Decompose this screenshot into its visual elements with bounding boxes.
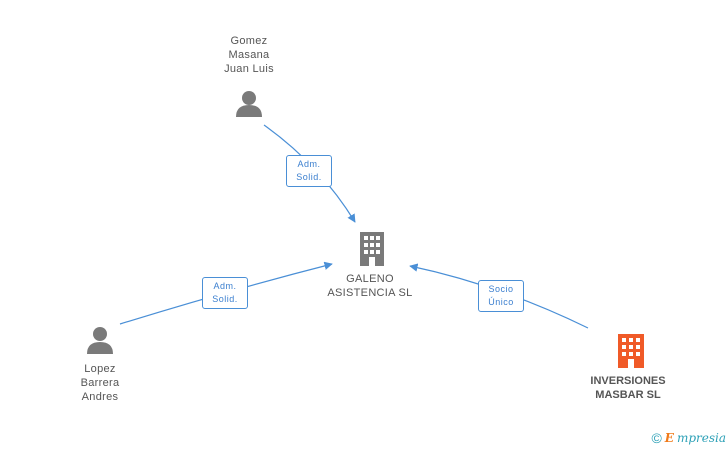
building-icon-inversiones[interactable] [618,334,644,368]
edge-label-gomez-galeno-line-1: Adm. [297,159,321,169]
node-label-gomez-line-2: Masana [228,49,270,61]
edge-label-lopez-galeno-line-1: Adm. [213,281,237,291]
brand-initial: E [664,431,674,445]
node-label-lopez-line-3: Andres [81,391,119,403]
person-icon-gomez[interactable] [236,91,262,117]
copyright-symbol: © [651,430,662,446]
node-label-inversiones-line-2: MASBAR SL [595,389,661,401]
building-icon-galeno[interactable] [360,232,384,266]
node-label-inversiones-line-1: INVERSIONES [590,375,666,387]
edge-label-lopez-galeno-line-2: Solid. [212,294,238,304]
person-icon-lopez[interactable] [87,327,113,354]
edge-label-inversiones-galeno-line-1: Socio [488,284,514,294]
node-label-gomez[interactable]: Gomez Masana Juan Luis [209,34,289,76]
edge-label-inversiones-galeno: Socio Único [478,280,524,312]
node-label-galeno[interactable]: GALENO ASISTENCIA SL [320,272,420,300]
node-label-lopez[interactable]: Lopez Barrera Andres [60,362,140,404]
brand-name: mpresia [676,431,726,445]
edge-label-gomez-galeno-line-2: Solid. [296,172,322,182]
node-label-gomez-line-3: Juan Luis [224,63,274,75]
edge-label-inversiones-galeno-line-2: Único [488,297,514,307]
node-label-gomez-line-1: Gomez [230,35,268,47]
node-label-lopez-line-2: Barrera [80,377,120,389]
edge-label-gomez-galeno: Adm. Solid. [286,155,332,187]
edge-label-lopez-galeno: Adm. Solid. [202,277,248,309]
node-label-inversiones[interactable]: INVERSIONES MASBAR SL [576,374,680,402]
node-label-lopez-line-1: Lopez [84,363,116,375]
node-label-galeno-line-1: GALENO [346,273,394,285]
node-label-galeno-line-2: ASISTENCIA SL [327,287,413,299]
